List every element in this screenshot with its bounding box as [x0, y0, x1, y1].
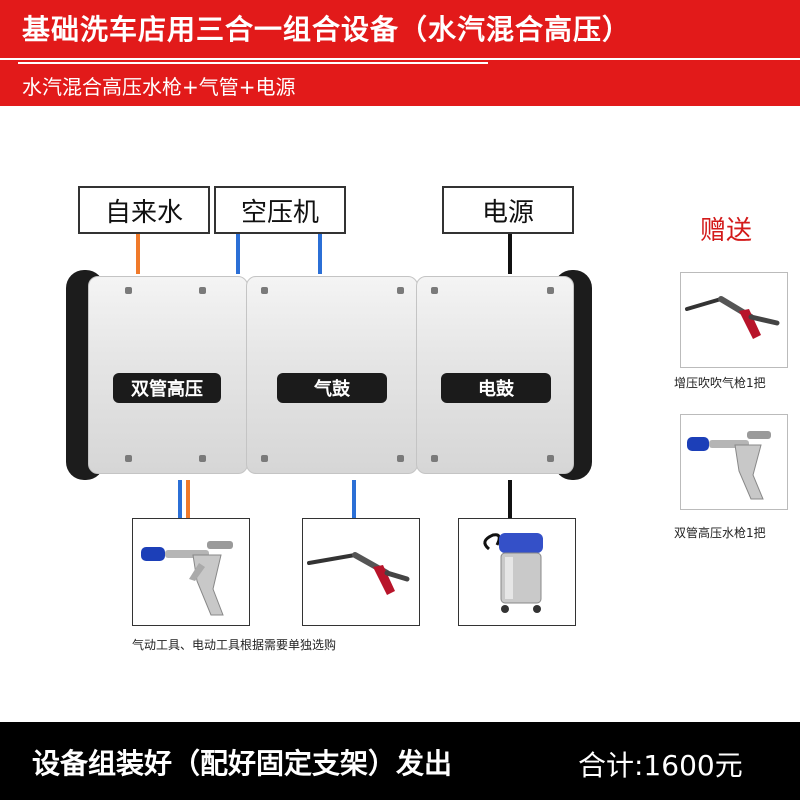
bolt-icon [125, 287, 132, 294]
three-in-one-machine: 双管高压 气鼓 电鼓 [66, 270, 592, 480]
water-pipe-top [136, 234, 140, 274]
total-price: 合计:1600元 [578, 749, 743, 782]
air-blow-gun-icon [685, 296, 780, 339]
air-drum-module-label: 气鼓 [277, 373, 387, 403]
high-pressure-module: 双管高压 [88, 276, 248, 474]
power-drum-module: 电鼓 [416, 276, 574, 474]
power-cable-bottom [508, 480, 512, 518]
bolt-icon [397, 455, 404, 462]
water-supply-label: 自来水 [78, 186, 210, 234]
tool-card-vacuum-cleaner [458, 518, 576, 626]
high-pressure-module-label: 双管高压 [113, 373, 221, 403]
pressure-washer-gun-icon [141, 541, 233, 616]
shipping-note: 设备组装好（配好固定支架）发出 [32, 747, 453, 780]
footer-bar: 设备组装好（配好固定支架）发出 合计:1600元 [0, 722, 800, 800]
bolt-icon [261, 455, 268, 462]
tool-card-air-blow-gun [302, 518, 420, 626]
air-pipe-bottom-left [178, 480, 182, 518]
subheader-divider [18, 62, 488, 64]
air-blow-gun-icon [307, 552, 410, 595]
bolt-icon [431, 287, 438, 294]
air-compressor-label: 空压机 [214, 186, 346, 234]
bolt-icon [199, 287, 206, 294]
air-pipe-top-right [318, 234, 322, 274]
tools-purchase-note: 气动工具、电动工具根据需要单独选购 [132, 638, 337, 652]
bolt-icon [125, 455, 132, 462]
tool-card-pressure-washer-gun [132, 518, 250, 626]
gift-title: 赠送 [700, 216, 753, 246]
bolt-icon [397, 287, 404, 294]
water-pipe-bottom [186, 480, 190, 518]
air-drum-module: 气鼓 [246, 276, 418, 474]
vacuum-cleaner-icon [483, 533, 543, 613]
gift-item-label-2: 双管高压水枪1把 [674, 526, 766, 540]
gift-item-pressure-washer-gun [680, 414, 788, 510]
power-source-label: 电源 [442, 186, 574, 234]
bolt-icon [547, 287, 554, 294]
power-cable-top [508, 234, 512, 274]
bolt-icon [431, 455, 438, 462]
power-drum-module-label: 电鼓 [441, 373, 551, 403]
subheader-text: 水汽混合高压水枪+气管+电源 [22, 75, 296, 99]
gift-item-label-1: 增压吹吹气枪1把 [674, 376, 766, 390]
bolt-icon [261, 287, 268, 294]
page-title: 基础洗车店用三合一组合设备（水汽混合高压） [22, 13, 632, 46]
bolt-icon [199, 455, 206, 462]
header-banner: 基础洗车店用三合一组合设备（水汽混合高压） [0, 0, 800, 58]
bolt-icon [547, 455, 554, 462]
subheader-banner: 水汽混合高压水枪+气管+电源 [0, 58, 800, 106]
pressure-washer-gun-icon [687, 431, 771, 500]
gift-item-air-blow-gun [680, 272, 788, 368]
air-pipe-top-left [236, 234, 240, 274]
air-pipe-bottom-right [352, 480, 356, 518]
